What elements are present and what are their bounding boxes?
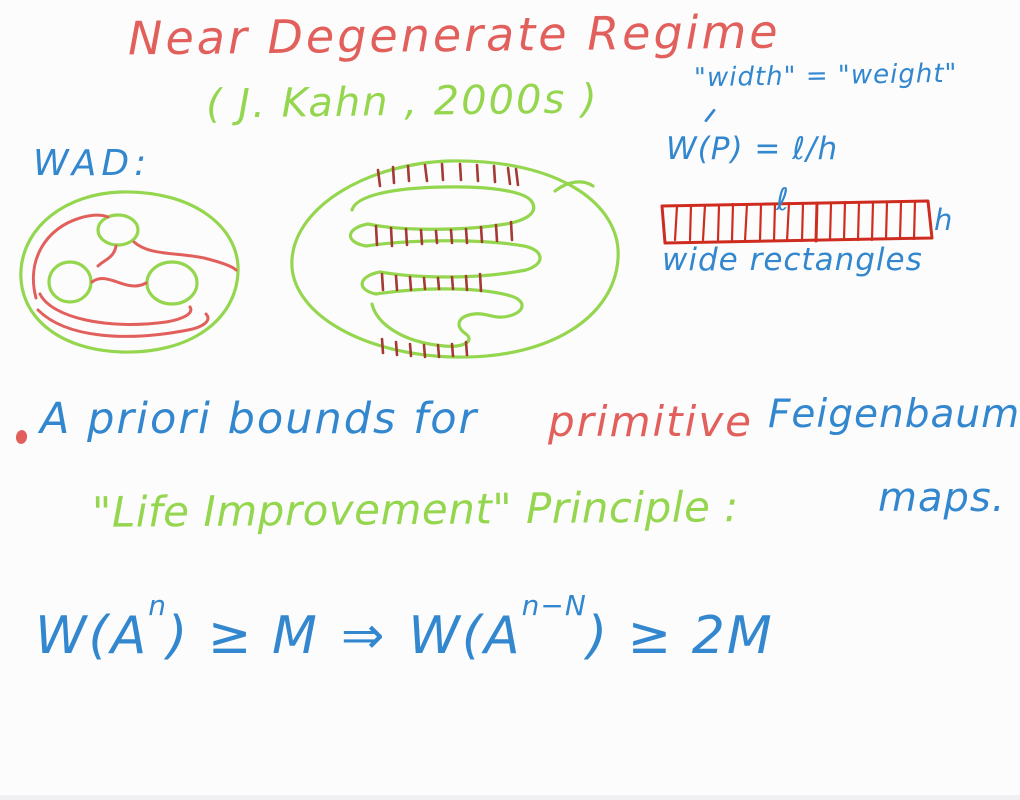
formula-rhs: W(An−N) ≥ 2M [408,588,774,666]
weighted-arcs [31,213,238,338]
bottom-edge-strip [0,795,1020,800]
inner-disk-right [145,260,199,306]
serpentine-band [348,185,542,348]
bullet-text-feigenbaum: Feigenbaum [768,392,1020,437]
rect-height-label: h [934,203,953,237]
formula-exponent-n-minus-N: n−N [521,588,587,622]
hatched-rectangle-diagram [660,199,934,245]
principle-heading: "Life Improvement" Principle : [91,482,740,537]
rectangle-outline [660,199,934,245]
wad-label: WAD: [33,143,152,184]
bullet-marker [15,429,28,445]
bullet-text-primitive: primitive [548,397,754,446]
rect-length-label: ℓ [776,182,789,218]
rectangle-hatch-ticks [673,199,917,243]
inner-disk-top [96,213,140,247]
wad-diagram [19,190,240,354]
outer-oval-notch [553,180,595,193]
outer-oval [290,159,620,359]
implies-arrow: ⇒ [340,606,387,666]
page-title: Near Degenerate Regime [127,4,781,66]
width-formula: W(P) = ℓ/h [666,131,839,167]
bullet-text-maps: maps. [878,475,1006,521]
serpentine-band-diagram [290,159,620,359]
formula-lhs: W(An) ≥ M [35,588,319,666]
bullet-text-apriori: A priori bounds for [40,394,479,444]
outer-domain-oval [19,190,240,354]
rect-caption: wide rectangles [662,242,923,278]
accent-tick-mark [703,108,717,123]
title-attribution: ( J. Kahn , 2000s ) [205,76,599,128]
inner-disk-left [47,260,93,304]
band-hatch-ticks [374,162,520,359]
main-formula: W(An) ≥ M ⇒ W(An−N) ≥ 2M [35,588,774,666]
width-weight-note: "width" = "weight" [693,58,958,94]
formula-exponent-n: n [148,588,168,622]
